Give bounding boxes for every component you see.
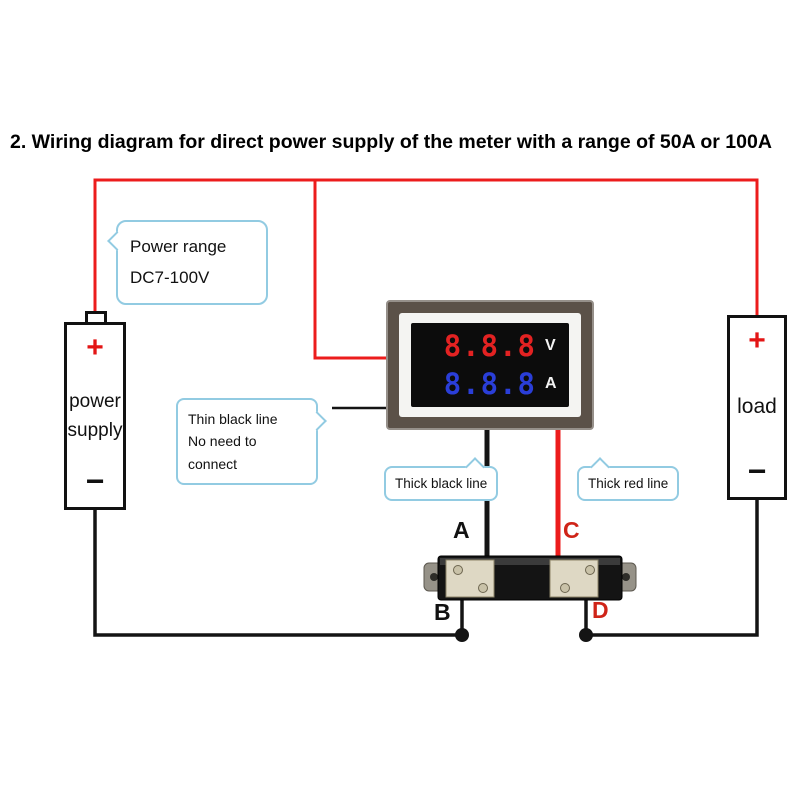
amp-digits: 8.8.8 [443, 366, 536, 401]
terminal-label-c: C [563, 517, 580, 543]
thick-red-label: Thick red line [588, 476, 669, 491]
thin-black-line-callout: Thin black line No need to connect [176, 398, 327, 486]
power-supply-label: power supply [68, 387, 123, 446]
junction-dot-b [455, 628, 469, 642]
shunt-left-terminal [445, 559, 495, 598]
meter-face: 8.8.8 V 8.8.8 A [399, 313, 581, 417]
shunt-screw [585, 565, 595, 575]
thin-black-line2: No need to connect [188, 433, 257, 472]
shunt-screw [478, 583, 488, 593]
meter-display: 8.8.8 V 8.8.8 A [411, 323, 569, 407]
power-supply-terminal-tab [85, 311, 107, 325]
load: + load − [727, 315, 787, 500]
load-minus: − [747, 453, 767, 490]
power-supply-minus: − [85, 463, 105, 500]
shunt-right-ear-hole [622, 573, 630, 581]
load-label: load [737, 395, 777, 419]
meter-red-supply-wire [313, 180, 388, 360]
volt-row: 8.8.8 V [421, 327, 559, 365]
thick-black-line-callout: Thick black line [384, 457, 499, 501]
thick-black-label: Thick black line [395, 476, 488, 491]
terminal-label-d: D [592, 597, 609, 623]
power-range-callout: Power range DC7-100V [107, 220, 268, 306]
shunt-left-ear-hole [430, 573, 438, 581]
bottom-right-wire [586, 498, 759, 637]
shunt [423, 555, 637, 601]
junction-dot-d [579, 628, 593, 642]
power-supply-plus: + [86, 331, 104, 364]
amp-row: 8.8.8 A [421, 365, 559, 403]
volt-amp-meter: 8.8.8 V 8.8.8 A [386, 300, 594, 430]
shunt-screw [560, 583, 570, 593]
amp-unit: A [545, 375, 557, 392]
thin-black-line1: Thin black line [188, 411, 278, 427]
diagram-title: 2. Wiring diagram for direct power suppl… [10, 131, 772, 153]
power-supply: + power supply − [64, 322, 126, 510]
power-range-line1: Power range [130, 237, 227, 256]
terminal-label-a: A [453, 517, 470, 543]
power-supply-label-line1: power [69, 390, 121, 412]
volt-unit: V [545, 337, 556, 354]
load-plus: + [748, 324, 766, 357]
volt-digits: 8.8.8 [443, 328, 536, 363]
red-power-rail [93, 178, 759, 317]
power-range-line2: DC7-100V [130, 267, 210, 287]
power-supply-label-line2: supply [67, 420, 123, 442]
bottom-left-wire [93, 508, 462, 637]
terminal-label-b: B [434, 599, 451, 625]
thick-red-line-callout: Thick red line [577, 457, 680, 501]
shunt-bar-highlight [440, 558, 620, 565]
shunt-screw [453, 565, 463, 575]
